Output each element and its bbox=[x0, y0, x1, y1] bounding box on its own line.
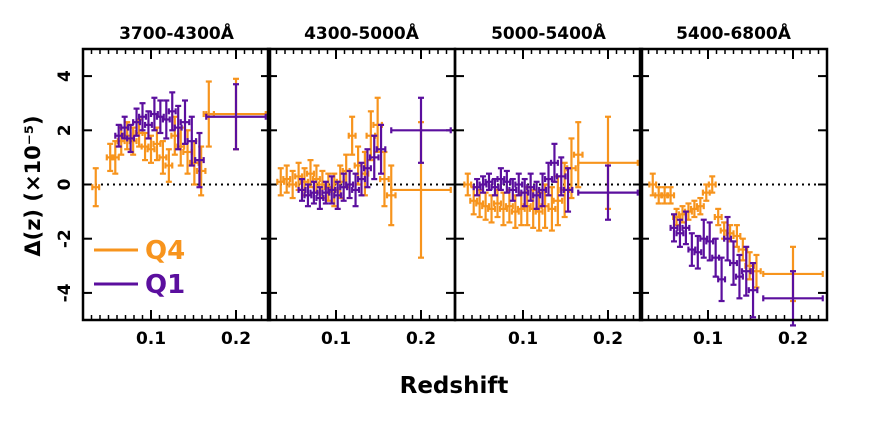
x-tick-label: 0.1 bbox=[136, 329, 166, 349]
data-point-q4 bbox=[463, 172, 473, 197]
data-point-q1 bbox=[194, 131, 205, 189]
data-point-q4 bbox=[146, 134, 156, 164]
data-point-q4 bbox=[110, 140, 120, 175]
data-point-q1 bbox=[173, 104, 183, 151]
data-point-q4 bbox=[91, 167, 101, 208]
y-tick-label: 2 bbox=[55, 124, 75, 136]
data-point-q1 bbox=[368, 134, 380, 181]
data-point-q1 bbox=[205, 83, 267, 151]
x-tick-label: 0.2 bbox=[593, 329, 623, 349]
data-point-q1 bbox=[675, 218, 685, 248]
data-point-q4 bbox=[666, 186, 676, 205]
data-point-q1 bbox=[138, 102, 147, 132]
data-point-q1 bbox=[132, 107, 142, 137]
data-point-q4 bbox=[347, 115, 357, 156]
data-point-q4 bbox=[140, 131, 150, 162]
data-point-q1 bbox=[297, 177, 307, 202]
panel-title: 4300-5000Å bbox=[304, 21, 420, 44]
data-point-q1 bbox=[345, 169, 355, 200]
x-tick-label: 0.1 bbox=[693, 329, 723, 349]
data-point-q1 bbox=[186, 115, 198, 167]
data-point-q1 bbox=[179, 99, 191, 145]
y-tick-label: 4 bbox=[55, 70, 75, 82]
data-point-q1 bbox=[362, 148, 372, 189]
data-point-q4 bbox=[552, 175, 564, 227]
data-point-q1 bbox=[161, 99, 171, 140]
data-point-q1 bbox=[747, 261, 759, 319]
panel-frame bbox=[638, 47, 829, 322]
x-tick-label: 0.2 bbox=[406, 329, 436, 349]
data-point-q1 bbox=[508, 177, 518, 202]
data-point-q4 bbox=[572, 121, 584, 189]
data-point-q1 bbox=[309, 180, 319, 205]
panel-2: 4300-5000Å 0.1 0.2 bbox=[266, 21, 457, 349]
data-point-q4 bbox=[695, 196, 705, 216]
data-point-q4 bbox=[105, 142, 115, 173]
data-point-q1 bbox=[514, 172, 524, 197]
y-axis-label: Δ(z) (×10⁻⁵) bbox=[21, 115, 45, 256]
data-point-q1 bbox=[740, 245, 752, 297]
data-point-q1 bbox=[734, 253, 744, 300]
panel-4: 5400-6800Å 0.1 0.2 bbox=[638, 21, 829, 349]
data-point-q1 bbox=[315, 186, 325, 210]
panel-title: 5000-5400Å bbox=[491, 21, 607, 44]
data-point-q1 bbox=[577, 164, 639, 221]
data-point-q1 bbox=[562, 167, 574, 213]
data-point-q4 bbox=[487, 194, 497, 224]
y-tick-label: 0 bbox=[55, 178, 75, 190]
x-axis-label: Redshift bbox=[400, 373, 509, 399]
data-point-q1 bbox=[390, 96, 452, 164]
data-point-q1 bbox=[681, 210, 691, 246]
data-point-q4 bbox=[732, 224, 742, 248]
data-point-q4 bbox=[648, 172, 658, 197]
x-tick-label: 0.2 bbox=[221, 329, 251, 349]
data-point-q1 bbox=[762, 270, 824, 327]
data-point-q1 bbox=[351, 172, 361, 208]
data-point-q4 bbox=[707, 175, 717, 194]
panel-title: 3700-4300Å bbox=[119, 21, 235, 44]
x-tick-label: 0.2 bbox=[778, 329, 808, 349]
x-tick-label: 0.1 bbox=[321, 329, 351, 349]
data-point-q1 bbox=[375, 123, 387, 175]
data-point-q1 bbox=[357, 161, 366, 197]
data-point-q1 bbox=[728, 240, 739, 286]
data-point-q4 bbox=[547, 186, 557, 232]
y-tick-label: -4 bbox=[55, 283, 75, 302]
data-point-q1 bbox=[717, 256, 727, 303]
data-point-q1 bbox=[327, 175, 337, 205]
data-point-q1 bbox=[538, 172, 548, 208]
data-point-q4 bbox=[164, 148, 174, 183]
panel-title: 5400-6800Å bbox=[676, 21, 792, 44]
data-point-q4 bbox=[713, 207, 723, 227]
data-point-q1 bbox=[520, 177, 530, 208]
panel-3: 5000-5400Å 0.1 0.2 bbox=[453, 21, 644, 349]
data-point-q4 bbox=[660, 186, 670, 205]
data-point-q1 bbox=[549, 142, 559, 183]
data-point-q4 bbox=[288, 169, 298, 200]
data-point-q1 bbox=[669, 213, 679, 243]
data-point-q4 bbox=[158, 140, 168, 175]
data-point-q1 bbox=[333, 180, 343, 210]
legend-label-q1: Q1 bbox=[145, 270, 185, 300]
legend-label-q4: Q4 bbox=[145, 236, 185, 266]
data-point-q1 bbox=[543, 161, 554, 197]
x-tick-label: 0.1 bbox=[508, 329, 538, 349]
data-point-q1 bbox=[532, 180, 542, 210]
data-point-q1 bbox=[555, 156, 567, 197]
data-point-q1 bbox=[526, 172, 536, 202]
data-point-q4 bbox=[282, 164, 292, 194]
data-point-q4 bbox=[385, 164, 397, 227]
y-tick-label: -2 bbox=[55, 229, 75, 248]
